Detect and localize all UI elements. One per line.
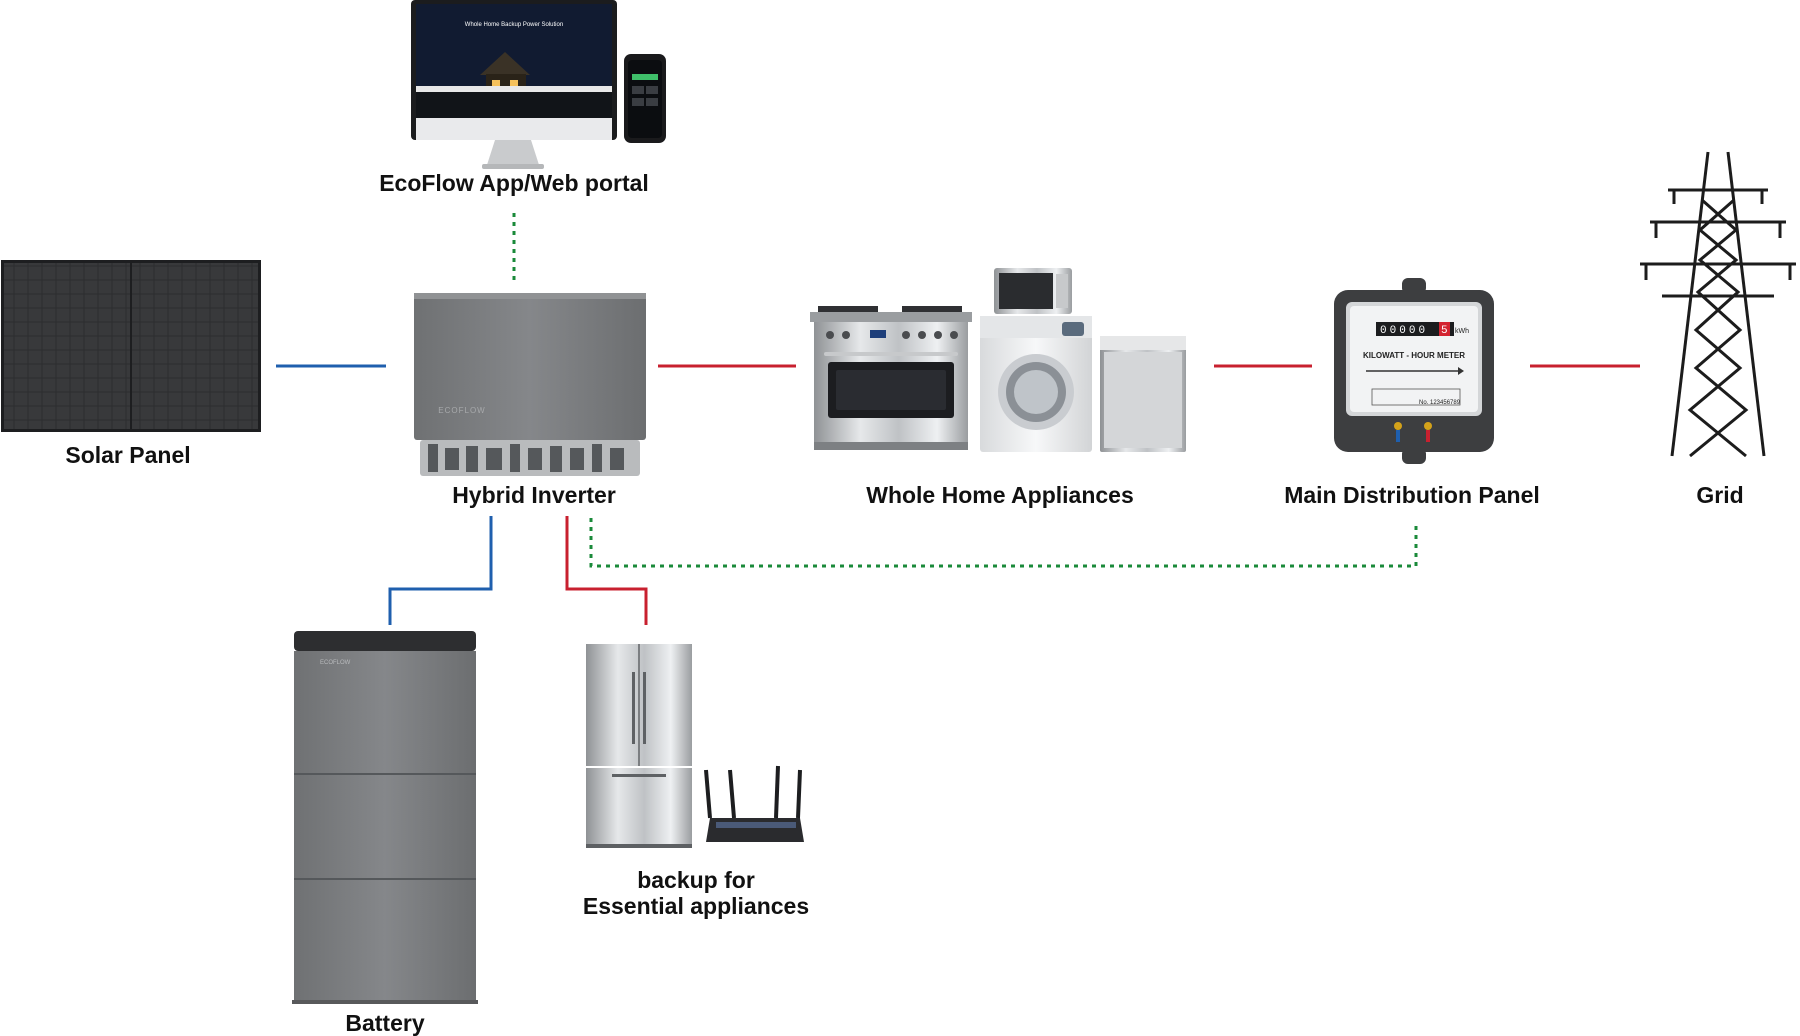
monitor-icon: Whole Home Backup Power Solution: [411, 0, 617, 169]
meter-number: No. 123456789: [1419, 400, 1461, 406]
fridge-icon: [586, 644, 692, 848]
backup-appliances-icon: [586, 644, 804, 848]
inverter-brand: ECOFLOW: [438, 406, 485, 415]
inverter-to-backup-line: [565, 516, 648, 625]
battery-icon: ECOFLOW: [292, 631, 478, 1004]
app-portal-label: EcoFlow App/Web portal: [379, 170, 649, 196]
inverter-to-panel-comm-line: [589, 518, 1418, 568]
meter-unit: kWh: [1455, 328, 1469, 335]
washing-machine-icon: [980, 316, 1092, 452]
solar-panel-icon: [1, 260, 261, 432]
app-portal-devices: Whole Home Backup Power Solution: [411, 0, 666, 169]
range-oven-icon: [810, 306, 972, 450]
solar-panel-label: Solar Panel: [65, 442, 191, 468]
battery-label: Battery: [345, 1010, 425, 1036]
battery-brand: ECOFLOW: [320, 660, 351, 666]
hybrid-inverter-label: Hybrid Inverter: [452, 482, 616, 508]
monitor-headline: Whole Home Backup Power Solution: [465, 22, 563, 28]
grid-tower-icon: [1640, 151, 1796, 458]
backup-label-line2: Essential appliances: [582, 893, 810, 919]
inverter-to-battery-line: [388, 516, 493, 625]
router-icon: [704, 765, 804, 842]
meter-title: KILOWATT - HOUR METER: [1363, 351, 1465, 360]
distribution-panel-label: Main Distribution Panel: [1284, 482, 1540, 508]
microwave-icon: [994, 268, 1072, 314]
appliances-label: Whole Home Appliances: [866, 482, 1134, 508]
appliances-icon: [810, 268, 1186, 452]
meter-last-digit: 5: [1441, 325, 1448, 337]
connections: [276, 213, 1640, 625]
grid-label: Grid: [1696, 482, 1744, 508]
hybrid-inverter-icon: ECOFLOW: [414, 293, 646, 476]
dishwasher-icon: [1100, 336, 1186, 452]
phone-icon: [624, 54, 666, 143]
backup-label-line1: backup for: [637, 867, 755, 893]
